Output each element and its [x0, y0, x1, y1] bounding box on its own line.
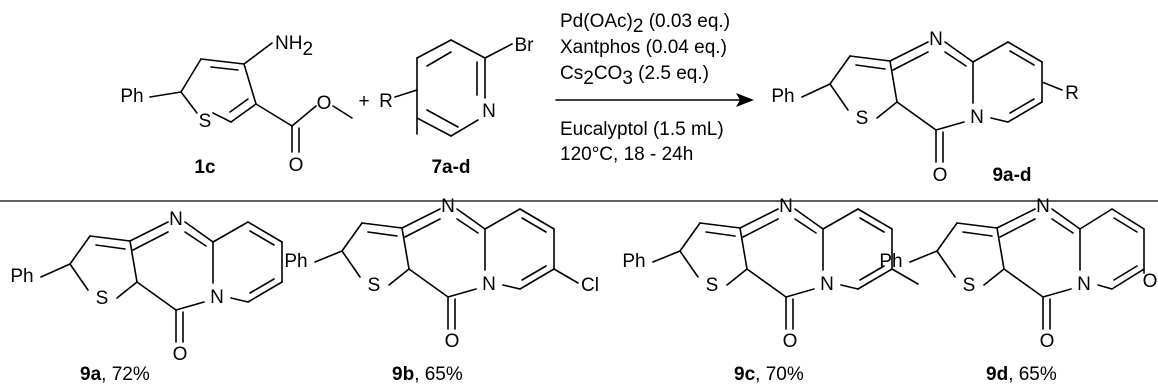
- product-n-top: N: [929, 29, 943, 50]
- r-substituent: R: [379, 91, 393, 112]
- phenyl-label: Ph: [622, 251, 645, 272]
- ester-oxygen: O: [317, 93, 332, 114]
- chlorine-label: Cl: [581, 275, 599, 296]
- phenyl-label: Ph: [771, 86, 794, 107]
- oxygen-label: O: [445, 331, 460, 352]
- sulfur-label: S: [368, 275, 381, 296]
- product-oxygen: O: [933, 165, 948, 186]
- example-9b: Ph S N N O Cl 9b, 65%: [284, 196, 599, 385]
- sulfur-label: S: [963, 275, 976, 296]
- methyl-bond: [891, 268, 919, 285]
- condition-temperature: 120°C, 18 - 24h: [560, 144, 693, 165]
- example-label-9c: 9c, 70%: [734, 364, 804, 385]
- nitrogen-top-label: N: [441, 196, 455, 217]
- compound-label-9a-d: 9a-d: [992, 165, 1031, 186]
- phenyl-label: Ph: [120, 86, 143, 107]
- nitrogen-top-label: N: [169, 209, 183, 230]
- nitrogen-bridge-label: N: [482, 274, 496, 295]
- product-general: Ph S N N O R 9a-d: [771, 29, 1078, 186]
- amine-group: NH2: [275, 33, 313, 60]
- reactant-bromopyridine: R Br N 7a-d: [379, 35, 534, 178]
- example-label-9a: 9a, 72%: [80, 364, 150, 385]
- example-label-9b: 9b, 65%: [392, 364, 463, 385]
- condition-catalyst: Pd(OAc)2 (0.03 eq.): [560, 11, 730, 37]
- sulfur-label: S: [706, 275, 719, 296]
- compound-label-1c: 1c: [194, 157, 216, 178]
- oxygen-label: O: [173, 344, 188, 365]
- product-r-substituent: R: [1065, 83, 1079, 104]
- thiophene-sulfur: S: [199, 111, 212, 132]
- nitrogen-bridge-label: N: [820, 274, 834, 295]
- carbonyl-oxygen: O: [289, 155, 304, 176]
- example-9d: Ph S N N O O 9d, 65%: [879, 196, 1157, 385]
- pyridine-nitrogen: N: [482, 101, 496, 122]
- bromine-label: Br: [515, 35, 535, 56]
- condition-solvent: Eucalyptol (1.5 mL): [560, 119, 724, 140]
- reaction-arrow: [555, 93, 754, 107]
- methoxy-oxygen-label: O: [1143, 271, 1158, 292]
- nitrogen-top-label: N: [1036, 196, 1050, 217]
- phenyl-label: Ph: [879, 251, 902, 272]
- phenyl-label: Ph: [284, 251, 307, 272]
- condition-base: Cs2CO3 (2.5 eq.): [560, 63, 709, 89]
- example-9a: Ph S N N O 9a, 72%: [10, 209, 283, 385]
- example-9c: Ph S N N O 9c, 70%: [622, 196, 919, 385]
- nitrogen-bridge-label: N: [1077, 274, 1091, 295]
- compound-label-7a-d: 7a-d: [431, 157, 470, 178]
- nitrogen-bridge-label: N: [210, 287, 224, 308]
- oxygen-label: O: [1040, 331, 1055, 352]
- product-n-bridge: N: [970, 107, 984, 128]
- nitrogen-top-label: N: [779, 196, 793, 217]
- reaction-conditions: Pd(OAc)2 (0.03 eq.) Xantphos (0.04 eq.) …: [560, 11, 730, 165]
- condition-ligand: Xantphos (0.04 eq.): [560, 37, 727, 58]
- oxygen-label: O: [783, 331, 798, 352]
- product-sulfur: S: [856, 108, 869, 129]
- plus-sign: +: [358, 91, 369, 112]
- phenyl-label: Ph: [10, 266, 33, 287]
- sulfur-label: S: [96, 288, 109, 309]
- reactant-thiophene: Ph S NH2 O O 1c: [120, 33, 353, 178]
- example-label-9d: 9d, 65%: [986, 364, 1057, 385]
